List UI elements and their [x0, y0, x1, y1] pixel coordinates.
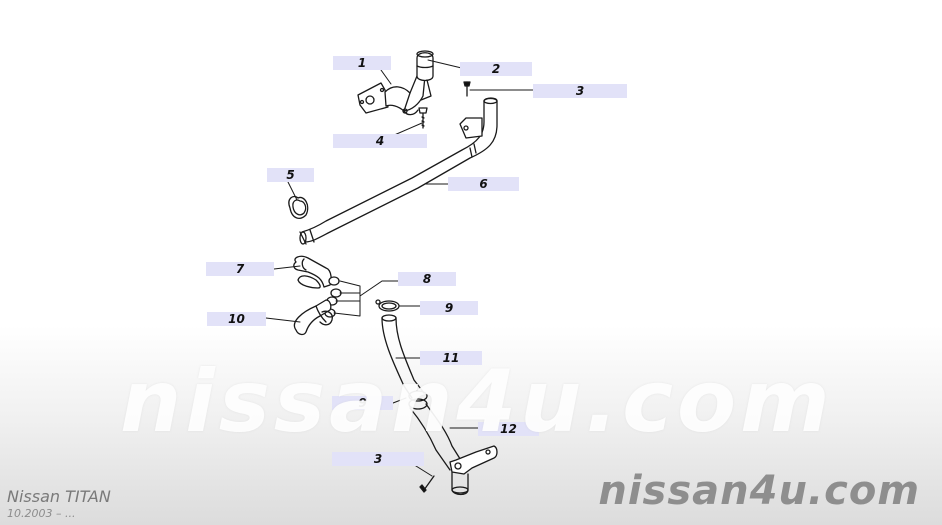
part-9-clamp-lower — [408, 390, 428, 410]
callout-12[interactable]: 12 — [478, 422, 539, 436]
part-4-bolt — [418, 107, 428, 129]
part-1-flange-elbow — [357, 75, 426, 116]
part-5-o-ring — [288, 195, 309, 219]
part-6-coolant-pipe — [299, 97, 498, 245]
callout-8[interactable]: 8 — [398, 272, 456, 286]
part-11-hose — [381, 314, 425, 399]
callout-3-upper[interactable]: 3 — [533, 84, 627, 98]
callout-1[interactable]: 1 — [333, 56, 391, 70]
callout-11[interactable]: 11 — [420, 351, 482, 365]
callout-4[interactable]: 4 — [333, 134, 427, 148]
callout-2[interactable]: 2 — [460, 62, 532, 76]
callout-9-lower[interactable]: 9 — [332, 396, 393, 410]
callout-5[interactable]: 5 — [267, 168, 314, 182]
callout-6[interactable]: 6 — [448, 177, 519, 191]
callout-10[interactable]: 10 — [207, 312, 266, 326]
part-3-bolt-upper — [463, 81, 471, 97]
part-10-hose — [293, 299, 333, 336]
callout-9-upper[interactable]: 9 — [420, 301, 478, 315]
part-12-outlet-pipe — [409, 403, 498, 496]
part-3-bolt-lower — [419, 475, 435, 493]
callout-7[interactable]: 7 — [206, 262, 274, 276]
watermark-text: nissan4u.com — [120, 352, 834, 452]
vehicle-model: Nissan TITAN — [7, 487, 111, 506]
vehicle-period: 10.2003 – ... — [7, 507, 76, 520]
leader-lines — [265, 59, 534, 477]
brand-logo-text: nissan4u.com — [598, 468, 920, 514]
part-7-hose — [293, 255, 332, 289]
part-2-inlet-pipe — [416, 50, 434, 101]
part-9-clamp-upper — [375, 299, 400, 312]
callout-3-lower[interactable]: 3 — [332, 452, 424, 466]
